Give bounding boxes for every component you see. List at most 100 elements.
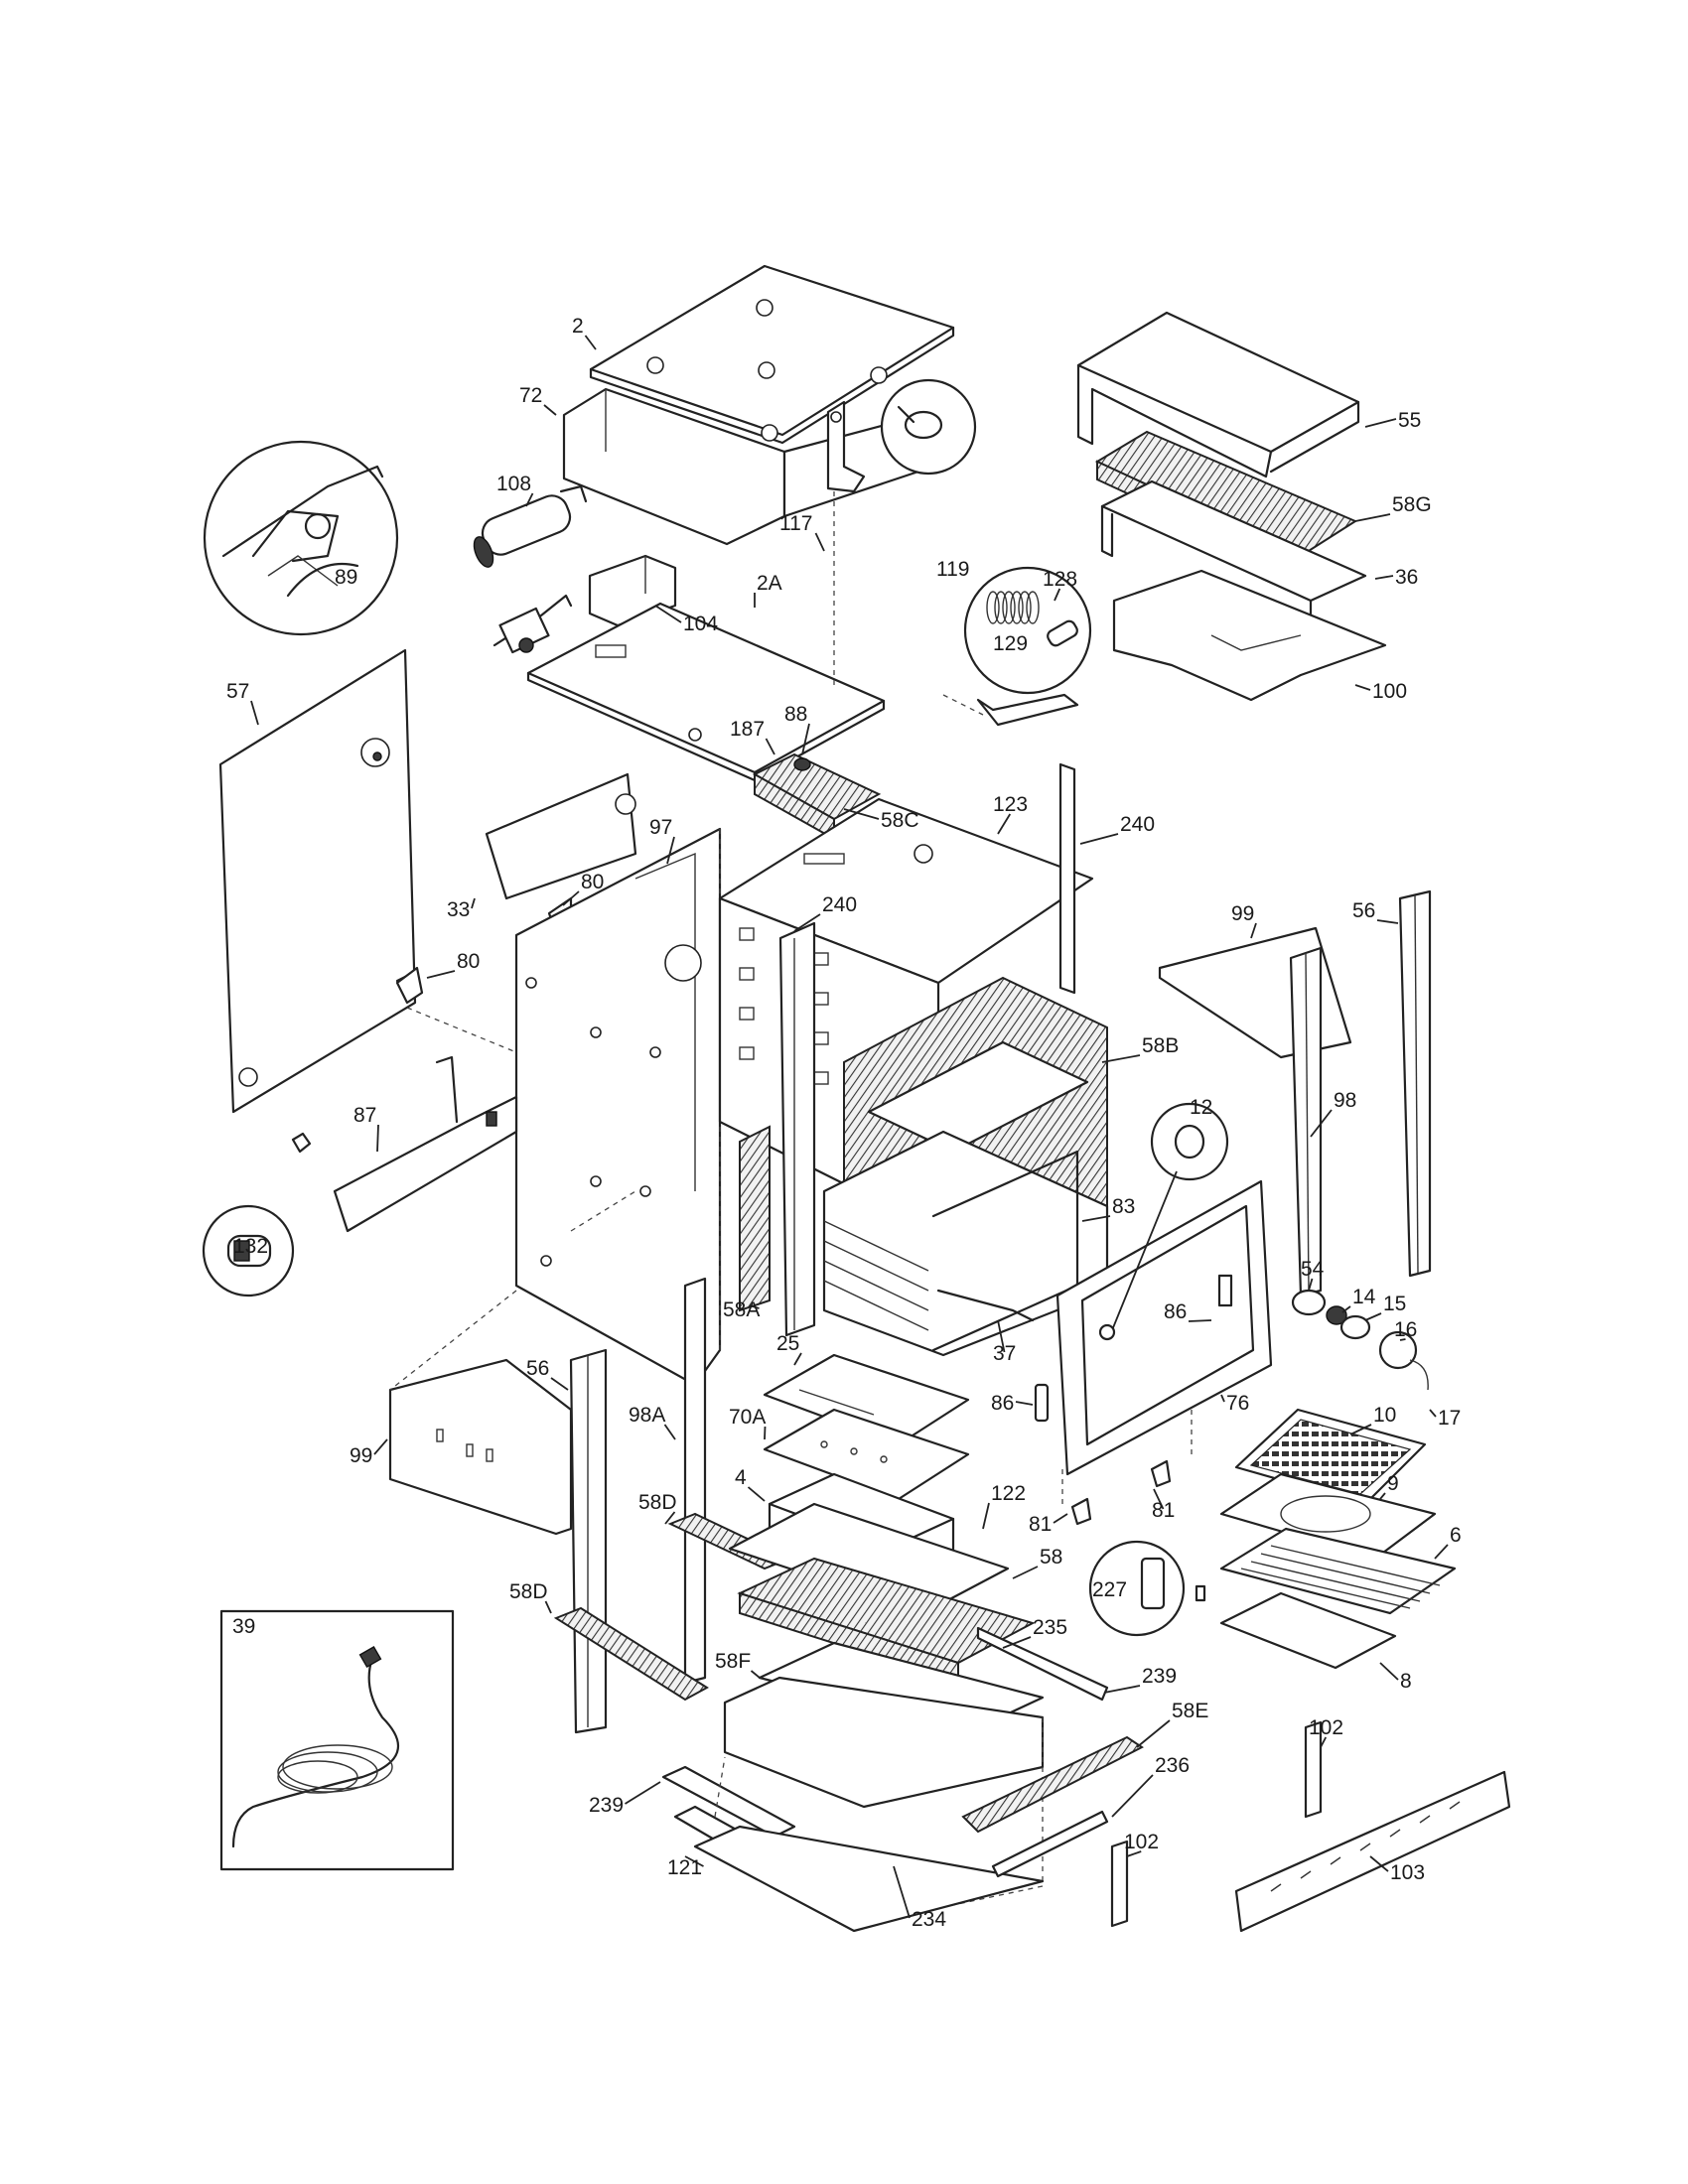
- callout-227: 227: [1092, 1578, 1127, 1601]
- leader-239b: [625, 1781, 661, 1805]
- leader-86a: [1188, 1319, 1212, 1322]
- callout-86a: 86: [1164, 1300, 1187, 1323]
- leader-8: [1379, 1662, 1399, 1681]
- callout-70A: 70A: [729, 1406, 766, 1429]
- callout-103: 103: [1390, 1861, 1425, 1884]
- leader-102b: [1126, 1850, 1142, 1857]
- leader-58B: [1101, 1054, 1141, 1063]
- callout-33: 33: [447, 898, 470, 921]
- callout-119: 119: [936, 558, 969, 581]
- callout-98A: 98A: [629, 1404, 665, 1427]
- leader-58A: [749, 1304, 760, 1309]
- callout-10: 10: [1373, 1404, 1396, 1427]
- callout-58F: 58F: [715, 1650, 751, 1673]
- leader-56a: [1376, 919, 1399, 924]
- callout-99b: 99: [350, 1444, 372, 1467]
- leader-121: [684, 1855, 704, 1867]
- callout-12: 12: [1190, 1096, 1212, 1119]
- callout-72: 72: [519, 384, 542, 407]
- clip-81-left: [1070, 1497, 1092, 1526]
- leader-25: [793, 1352, 802, 1366]
- callout-25: 25: [776, 1332, 799, 1355]
- callout-39: 39: [232, 1615, 255, 1638]
- callout-58C: 58C: [881, 809, 919, 832]
- callout-98: 98: [1334, 1089, 1356, 1112]
- clip-80-lower: [395, 966, 424, 1005]
- leader-86b: [1015, 1401, 1034, 1406]
- leader-33: [471, 897, 476, 909]
- bottom-tray-8: [1219, 1591, 1397, 1670]
- lower-side-bracket: [333, 1055, 518, 1233]
- leader-81b: [1153, 1488, 1165, 1510]
- kick-plate-103: [1234, 1770, 1511, 1933]
- callout-99a: 99: [1231, 902, 1254, 925]
- leader-98A: [663, 1424, 676, 1440]
- lamp-lens-16: [1378, 1330, 1429, 1391]
- callout-86b: 86: [991, 1392, 1014, 1415]
- callout-56a: 56: [1352, 899, 1375, 922]
- callout-81a: 81: [1029, 1513, 1052, 1536]
- callout-55: 55: [1398, 409, 1421, 432]
- leader-103: [1369, 1855, 1389, 1872]
- callout-58D: 58D: [638, 1491, 677, 1514]
- callout-2A: 2A: [757, 572, 782, 595]
- callout-54: 54: [1301, 1258, 1325, 1281]
- leader-117: [814, 532, 825, 552]
- leader-102a: [1320, 1736, 1328, 1748]
- switch-detail-circle: [202, 1204, 295, 1297]
- callout-129: 129: [993, 632, 1028, 655]
- leader-2: [584, 335, 597, 350]
- bottom-tray-234: [693, 1825, 1045, 1933]
- latch-motor: [473, 484, 588, 568]
- callout-239a: 239: [1142, 1665, 1177, 1688]
- leader-104: [654, 605, 682, 623]
- leader-6: [1434, 1544, 1449, 1560]
- leader-187: [765, 738, 775, 755]
- leader-99b: [373, 1438, 388, 1455]
- left-vertical-trim: [569, 1348, 608, 1734]
- callout-80b: 80: [457, 950, 480, 973]
- callout-100: 100: [1372, 680, 1407, 703]
- callout-132: 132: [233, 1235, 268, 1258]
- callout-58Db: 58D: [509, 1580, 548, 1603]
- leader-87: [376, 1124, 379, 1153]
- callout-58E: 58E: [1172, 1700, 1208, 1722]
- rack-guide-227-detail: [1088, 1540, 1206, 1637]
- leader-58G: [1354, 513, 1391, 522]
- leader-15: [1364, 1312, 1382, 1321]
- callout-80a: 80: [581, 871, 604, 893]
- callout-128: 128: [1043, 568, 1077, 591]
- callout-58G: 58G: [1392, 493, 1432, 516]
- lower-base-234: [723, 1676, 1045, 1927]
- door-frame-76: [1055, 1179, 1273, 1476]
- callout-88: 88: [784, 703, 807, 726]
- assembly-guides: [389, 694, 1193, 1818]
- leader-83: [1081, 1215, 1111, 1222]
- callout-16: 16: [1394, 1318, 1417, 1341]
- leader-58: [1012, 1566, 1039, 1579]
- leader-17: [1429, 1409, 1437, 1418]
- lamp-socket-14: [1326, 1305, 1347, 1325]
- leader-80b: [426, 970, 456, 979]
- leader-100: [1354, 684, 1371, 691]
- leader-240b: [793, 913, 821, 932]
- front-trim-240-left: [778, 921, 816, 1337]
- top-panel: [589, 264, 955, 445]
- leader-36: [1374, 575, 1394, 580]
- lamp-bulb-15: [1339, 1314, 1371, 1340]
- left-side-panel: [218, 648, 417, 1114]
- leader-97: [666, 836, 675, 865]
- leader-123: [997, 813, 1012, 835]
- callout-239b: 239: [589, 1794, 624, 1817]
- right-bracket-99: [1158, 926, 1352, 1059]
- leader-76: [1220, 1394, 1225, 1403]
- callout-235: 235: [1033, 1616, 1067, 1639]
- spring-detail-circle: [963, 566, 1092, 727]
- front-bracket-236: [991, 1810, 1109, 1878]
- leader-128: [1054, 588, 1061, 602]
- callout-58: 58: [1040, 1546, 1062, 1569]
- callout-123: 123: [993, 793, 1028, 816]
- leader-58F: [750, 1670, 761, 1679]
